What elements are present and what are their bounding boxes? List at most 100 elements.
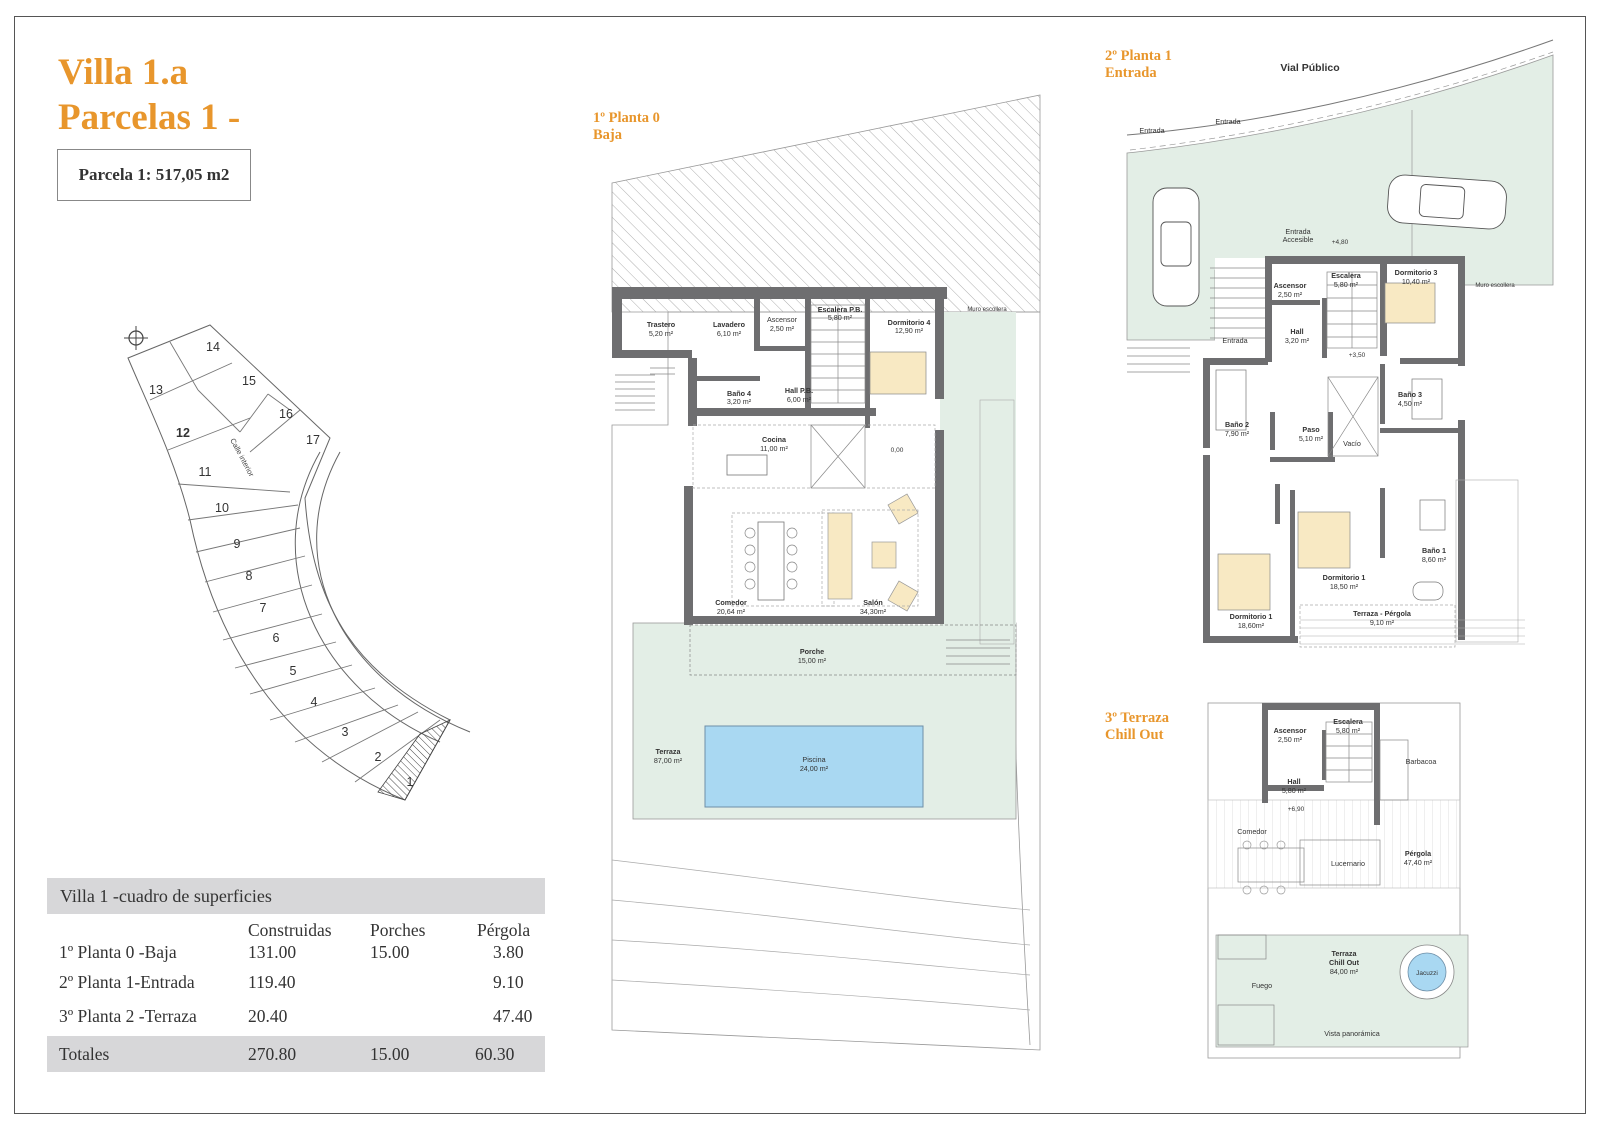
parcel-area-label: Parcela 1: 517,05 m2 [57, 149, 251, 201]
site-map: 14 13 15 12 16 17 11 10 9 8 7 6 5 4 3 2 … [124, 324, 471, 801]
svg-text:Escalera P.B.: Escalera P.B. [818, 305, 863, 314]
svg-text:5,80 m²: 5,80 m² [1334, 280, 1359, 289]
lot-label: 14 [206, 340, 220, 354]
svg-text:Accesible: Accesible [1283, 235, 1314, 244]
svg-text:Fuego: Fuego [1252, 981, 1272, 990]
lot-label: 10 [215, 501, 229, 515]
svg-text:Barbacoa: Barbacoa [1406, 757, 1437, 766]
svg-text:47,40 m²: 47,40 m² [1404, 858, 1433, 867]
svg-text:Comedor: Comedor [715, 598, 747, 607]
svg-text:5,80 m²: 5,80 m² [828, 313, 853, 322]
car-icon [1152, 174, 1507, 307]
svg-text:Vacío: Vacío [1343, 439, 1361, 448]
svg-text:5,80 m²: 5,80 m² [1282, 786, 1307, 795]
svg-text:9,10 m²: 9,10 m² [1370, 618, 1395, 627]
north-arrow-icon [124, 326, 148, 350]
svg-text:Baño 4: Baño 4 [727, 389, 751, 398]
svg-text:Lucernario: Lucernario [1331, 859, 1365, 868]
svg-text:Vial Público: Vial Público [1280, 62, 1339, 74]
svg-text:24,00 m²: 24,00 m² [800, 764, 829, 773]
svg-text:Ascensor: Ascensor [1274, 281, 1307, 290]
svg-text:Terraza: Terraza [655, 747, 681, 756]
lot-label: 15 [242, 374, 256, 388]
svg-text:0,00: 0,00 [891, 447, 904, 454]
svg-text:5,80 m²: 5,80 m² [1336, 726, 1361, 735]
svg-text:5,10 m²: 5,10 m² [1299, 434, 1324, 443]
column-header: Porches [370, 920, 426, 940]
svg-text:Cocina: Cocina [762, 435, 787, 444]
svg-text:Escalera: Escalera [1333, 717, 1364, 726]
lot-label: 13 [149, 383, 163, 397]
svg-text:11,00 m²: 11,00 m² [760, 444, 788, 453]
svg-text:2,50 m²: 2,50 m² [1278, 290, 1303, 299]
svg-text:8,60 m²: 8,60 m² [1422, 555, 1447, 564]
jacuzzi [1407, 952, 1447, 992]
surface-table: Villa 1 -cuadro de superficies Construid… [47, 878, 545, 1072]
table-header: Villa 1 -cuadro de superficies [47, 878, 545, 914]
svg-text:3,20 m²: 3,20 m² [727, 397, 752, 406]
svg-text:Dormitorio 4: Dormitorio 4 [888, 318, 931, 327]
svg-text:Lavadero: Lavadero [713, 320, 746, 329]
svg-text:Escalera: Escalera [1331, 271, 1362, 280]
svg-text:4,50 m²: 4,50 m² [1398, 399, 1423, 408]
table-row: 1º Planta 0 -Baja 131.00 15.00 3.80 [59, 942, 524, 962]
svg-text:Salón: Salón [863, 598, 883, 607]
svg-text:20,64 m²: 20,64 m² [717, 607, 746, 616]
svg-text:10,40 m²: 10,40 m² [1402, 277, 1431, 286]
svg-text:Dormitorio 1: Dormitorio 1 [1230, 612, 1273, 621]
street-label: Calle interior [228, 437, 256, 479]
svg-text:Baño 2: Baño 2 [1225, 420, 1249, 429]
lot-label: 1 [407, 775, 414, 789]
svg-text:5,20 m²: 5,20 m² [649, 329, 674, 338]
lot-label: 9 [234, 537, 241, 551]
svg-text:Ascensor: Ascensor [1274, 726, 1307, 735]
parcelas-title: Parcelas 1 - [58, 97, 241, 138]
svg-text:Dormitorio 1: Dormitorio 1 [1323, 573, 1366, 582]
svg-text:Muro escollera: Muro escollera [1475, 283, 1515, 289]
svg-text:Comedor: Comedor [1237, 827, 1267, 836]
svg-text:Chill Out: Chill Out [1329, 958, 1360, 967]
svg-text:18,50 m²: 18,50 m² [1330, 582, 1359, 591]
svg-text:15,00 m²: 15,00 m² [798, 656, 827, 665]
svg-text:Piscina: Piscina [802, 755, 825, 764]
villa-title: Villa 1.a [58, 52, 189, 93]
svg-text:Entrada: Entrada [1215, 117, 1240, 126]
svg-text:Entrada: Entrada [1139, 126, 1164, 135]
svg-text:+6,90: +6,90 [1288, 806, 1305, 813]
svg-text:Baño 3: Baño 3 [1398, 390, 1422, 399]
plan0-drawing: Trastero 5,20 m² Lavadero 6,10 m² Ascens… [611, 94, 1041, 1051]
svg-text:Terraza - Pérgola: Terraza - Pérgola [1353, 609, 1412, 618]
svg-text:Trastero: Trastero [647, 320, 676, 329]
svg-text:Hall: Hall [1287, 777, 1300, 786]
svg-text:84,00 m²: 84,00 m² [1330, 967, 1359, 976]
lot-label: 5 [290, 664, 297, 678]
svg-text:Hall P.B.: Hall P.B. [785, 386, 813, 395]
lot-label: 8 [246, 569, 253, 583]
svg-text:Porche: Porche [800, 647, 824, 656]
lot-label: 6 [273, 631, 280, 645]
pool [704, 725, 924, 808]
svg-text:34,30m²: 34,30m² [860, 607, 887, 616]
svg-text:12,90 m²: 12,90 m² [895, 326, 924, 335]
svg-text:2,50 m²: 2,50 m² [770, 324, 795, 333]
svg-text:87,00 m²: 87,00 m² [654, 756, 683, 765]
lot-label: 3 [342, 725, 349, 739]
svg-text:Ascensor: Ascensor [767, 315, 798, 324]
lot-label: 7 [260, 601, 267, 615]
svg-text:Paso: Paso [1302, 425, 1320, 434]
svg-text:+4,80: +4,80 [1332, 239, 1349, 246]
table-row: 2º Planta 1-Entrada 119.40 9.10 [59, 972, 524, 992]
lot-1-highlight [377, 719, 451, 801]
table-row: 3º Planta 2 -Terraza 20.40 47.40 [59, 1006, 533, 1026]
page-frame [14, 16, 1586, 1114]
svg-text:2,50 m²: 2,50 m² [1278, 735, 1303, 744]
column-header: Construidas [248, 920, 332, 940]
svg-text:Pérgola: Pérgola [1405, 849, 1432, 858]
lot-label: 2 [375, 750, 382, 764]
svg-text:Vista panorámica: Vista panorámica [1324, 1029, 1379, 1038]
plan1-drawing: Vial Público Entrada Entrada Entrada Ent… [1126, 39, 1554, 648]
